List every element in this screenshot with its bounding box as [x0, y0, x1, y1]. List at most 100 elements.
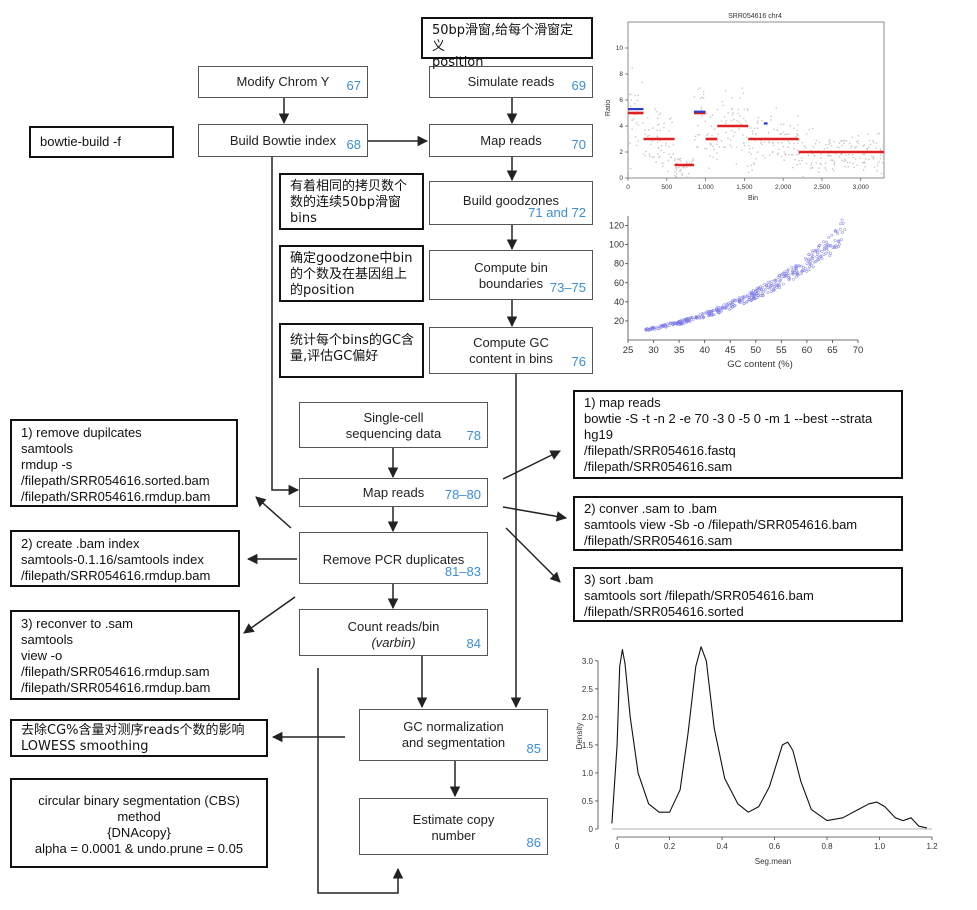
data-point: [793, 142, 795, 145]
data-point: [801, 265, 805, 269]
data-point: [809, 259, 813, 263]
data-point: [809, 167, 812, 169]
data-point: [820, 153, 823, 155]
data-point: [720, 140, 723, 142]
data-point: [828, 143, 830, 146]
data-point: [835, 229, 839, 233]
data-point: [722, 104, 724, 107]
data-point: [847, 166, 849, 168]
data-point: [811, 250, 815, 254]
data-point: [875, 147, 877, 149]
data-point: [766, 286, 770, 290]
data-point: [773, 128, 775, 131]
data-point: [675, 172, 678, 175]
data-point: [697, 133, 699, 136]
data-point: [704, 147, 706, 150]
data-point: [733, 298, 737, 302]
goodzones-box: Build goodzones 71 and 72: [429, 181, 593, 225]
data-point: [830, 159, 832, 162]
note-cbs: circular binary segmentation (CBS) metho…: [10, 778, 268, 868]
data-point: [815, 162, 817, 164]
data-point: [818, 141, 821, 144]
y-tick-label: 8: [619, 71, 623, 78]
data-point: [855, 140, 858, 143]
data-point: [667, 159, 670, 162]
data-point: [762, 290, 766, 294]
data-point: [627, 102, 630, 104]
data-point: [866, 133, 869, 135]
note-line: 1) remove dupilcates: [21, 425, 142, 440]
estimate-cn-box: Estimate copy number 86: [359, 798, 548, 855]
remove-pcr-ref: 81–83: [444, 564, 481, 579]
data-point: [747, 109, 749, 112]
x-tick-label: 70: [853, 345, 864, 356]
data-point: [706, 112, 708, 114]
data-point: [631, 128, 633, 130]
data-point: [768, 141, 770, 144]
data-point: [843, 142, 845, 144]
data-point: [816, 252, 820, 256]
data-point: [710, 309, 714, 313]
data-point: [832, 159, 834, 162]
data-point: [797, 134, 799, 136]
data-point: [808, 128, 811, 131]
data-point: [720, 120, 723, 122]
data-point: [841, 221, 845, 225]
data-point: [797, 264, 801, 268]
data-point: [742, 142, 745, 144]
data-point: [709, 144, 712, 146]
build-index-box: Build Bowtie index 68: [198, 124, 368, 157]
data-point: [875, 142, 878, 144]
data-point: [864, 162, 866, 164]
x-tick-label: 3,000: [853, 184, 870, 191]
build-index-label: Build Bowtie index: [229, 133, 337, 148]
data-point: [824, 252, 828, 255]
data-point: [739, 97, 741, 99]
data-point: [745, 120, 747, 122]
data-point: [832, 169, 835, 172]
note-sort-bam: 3) sort .bam samtools sort /filepath/SRR…: [573, 567, 903, 622]
data-point: [677, 158, 679, 160]
data-point: [724, 146, 726, 148]
data-point: [825, 240, 829, 244]
x-tick-label: 25: [623, 345, 634, 356]
data-point: [648, 153, 651, 156]
data-point: [684, 318, 688, 322]
note-line: 确定goodzone中bin: [290, 251, 413, 266]
note-line: 2) create .bam index: [21, 536, 140, 551]
data-point: [730, 119, 733, 122]
data-point: [838, 156, 841, 158]
note-line: 的个数及在基因组上: [290, 267, 408, 282]
data-point: [660, 149, 662, 152]
x-tick-label: 1.2: [926, 842, 938, 851]
data-point: [770, 115, 772, 118]
simulate-ref: 69: [571, 78, 586, 93]
data-point: [864, 158, 867, 160]
data-point: [680, 321, 684, 325]
note-line: LOWESS smoothing: [21, 739, 149, 754]
note-line: 2) conver .sam to .bam: [584, 501, 717, 516]
data-point: [679, 157, 682, 160]
data-point: [815, 255, 819, 259]
data-point: [634, 94, 636, 97]
data-point: [668, 153, 671, 155]
data-point: [656, 129, 658, 132]
data-point: [817, 249, 821, 253]
data-point: [742, 134, 744, 136]
y-tick-label: 0: [619, 175, 623, 182]
x-tick-label: 0: [615, 842, 620, 851]
data-point: [867, 146, 870, 148]
data-point: [784, 133, 786, 136]
data-point: [775, 107, 777, 109]
data-point: [817, 171, 820, 173]
data-point: [800, 157, 803, 159]
note-line: 3) reconver to .sam: [21, 616, 133, 631]
data-point: [878, 160, 881, 163]
data-point: [634, 102, 636, 105]
data-point: [799, 163, 801, 165]
data-point: [820, 157, 822, 159]
data-point: [675, 175, 677, 178]
data-point: [817, 245, 821, 249]
data-point: [845, 140, 848, 142]
